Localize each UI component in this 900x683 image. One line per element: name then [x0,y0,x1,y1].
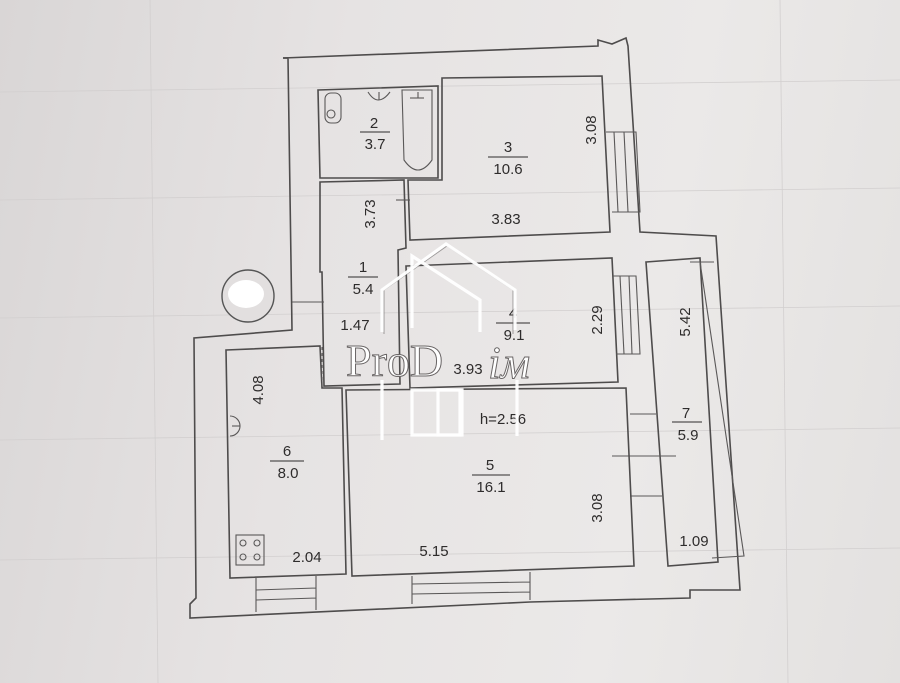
bathtub-icon [401,89,433,171]
room-5-number: 5 [486,457,494,474]
room-2-number: 2 [370,115,378,132]
watermark-logo: ProD iм [346,242,531,440]
room-5: h=2.56 5 16.1 3.08 5.15 [345,387,635,604]
room-1-area: 5.4 [353,281,374,298]
room-2-area: 3.7 [365,136,386,153]
room-3-area: 10.6 [493,161,522,178]
house-roof-icon [380,242,519,440]
room-7-balcony: 5.42 7 5.9 1.09 [612,257,745,567]
room-5-length-dim: 5.15 [419,543,448,560]
stove-icon [235,534,265,566]
room-3-length-dim: 3.83 [491,211,520,228]
room-5-width-dim: 3.08 [589,493,606,522]
room-4: 4 9.1 2.29 3.93 [405,257,641,389]
ventilation-shaft-icon [221,269,275,323]
room-3-number: 3 [504,139,512,156]
room-6-kitchen: 4.08 6 8.0 2.04 [225,345,347,612]
room-6-length-dim: 4.08 [250,375,267,404]
room-6-width-dim: 2.04 [292,549,321,566]
room-2-bathroom: 2 3.7 [317,85,439,179]
room-3: 3 10.6 3.08 3.83 [407,75,641,241]
room-7-width-dim: 1.09 [679,533,708,550]
room-7-length-dim: 5.42 [677,307,694,336]
watermark-text-italic: iм [488,337,530,388]
room-7-area: 5.9 [678,427,699,444]
room-4-length-dim: 3.93 [453,361,482,378]
room-3-width-dim: 3.08 [583,115,600,144]
ceiling-height-label: h=2.56 [480,411,526,428]
room-1-width-dim: 1.47 [340,317,369,334]
room-4-area: 9.1 [504,327,525,344]
room-1-corridor: 3.73 1 5.4 1.47 [292,179,410,387]
room-1-number: 1 [359,259,367,276]
room-6-number: 6 [283,443,291,460]
outer-walls [189,36,741,619]
room-4-width-dim: 2.29 [589,305,606,334]
room-6-area: 8.0 [278,465,299,482]
room-5-area: 16.1 [476,479,505,496]
watermark-text: ProD [346,335,443,386]
room-1-length-dim: 3.73 [362,199,379,228]
room-7-number: 7 [682,405,690,422]
toilet-icon [324,92,342,124]
